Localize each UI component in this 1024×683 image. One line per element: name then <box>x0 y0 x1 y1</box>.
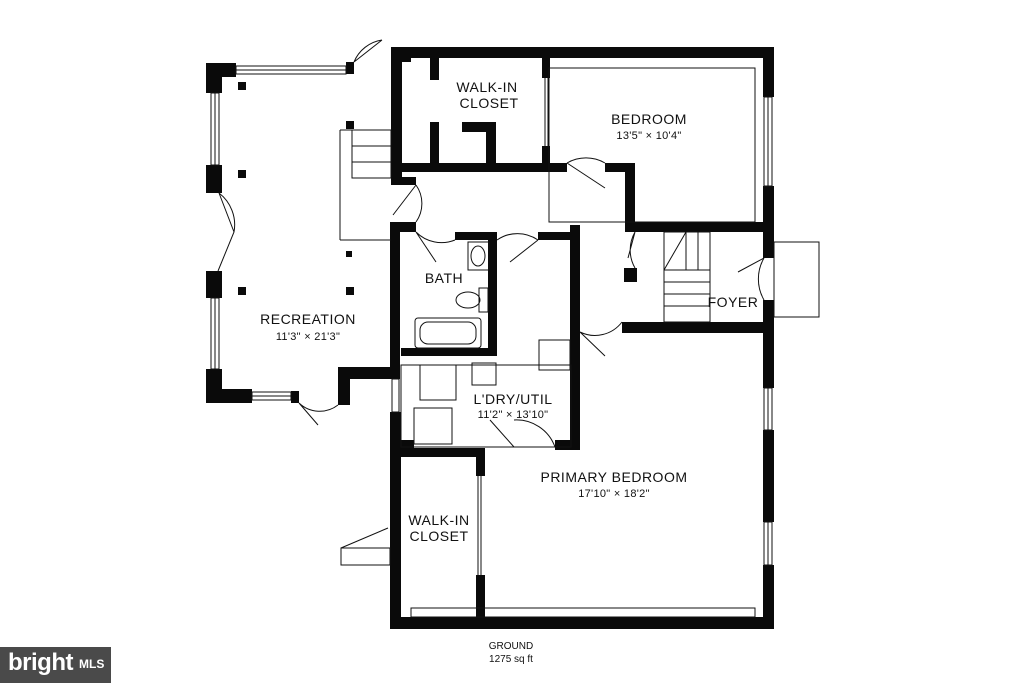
laundry-dims: 11'2" × 13'10" <box>478 409 549 421</box>
doors <box>217 39 765 575</box>
floor-area-label: 1275 sq ft <box>489 654 533 665</box>
walls <box>206 47 774 629</box>
room-labels: WALK-IN CLOSET BEDROOM 13'5" × 10'4" BAT… <box>260 79 758 665</box>
primary-bedroom-label: PRIMARY BEDROOM <box>540 469 687 485</box>
markers <box>238 82 354 295</box>
bedroom-label: BEDROOM <box>611 111 687 127</box>
laundry-label: L'DRY/UTIL <box>474 391 553 407</box>
primary-bedroom-dims: 17'10" × 18'2" <box>578 488 650 500</box>
recreation-label: RECREATION <box>260 311 356 327</box>
stairs <box>339 129 820 566</box>
walkin-closet-top-line1: WALK-IN <box>456 79 517 95</box>
logo-brand: bright <box>8 649 73 676</box>
recreation-dims: 11'3" × 21'3" <box>276 331 340 343</box>
walkin-closet-bottom-line2: CLOSET <box>409 528 468 544</box>
walkin-closet-bottom-line1: WALK-IN <box>408 512 469 528</box>
logo-suffix: MLS <box>79 657 105 671</box>
fixtures <box>413 241 571 445</box>
bath-label: BATH <box>425 270 463 286</box>
walkin-closet-top-line2: CLOSET <box>459 95 518 111</box>
floor-level-label: GROUND <box>489 641 533 652</box>
foyer-label: FOYER <box>708 294 759 310</box>
room-outlines <box>400 67 756 618</box>
bright-mls-logo: bright MLS <box>0 647 111 683</box>
bedroom-dims: 13'5" × 10'4" <box>616 130 681 142</box>
windows <box>210 65 773 566</box>
